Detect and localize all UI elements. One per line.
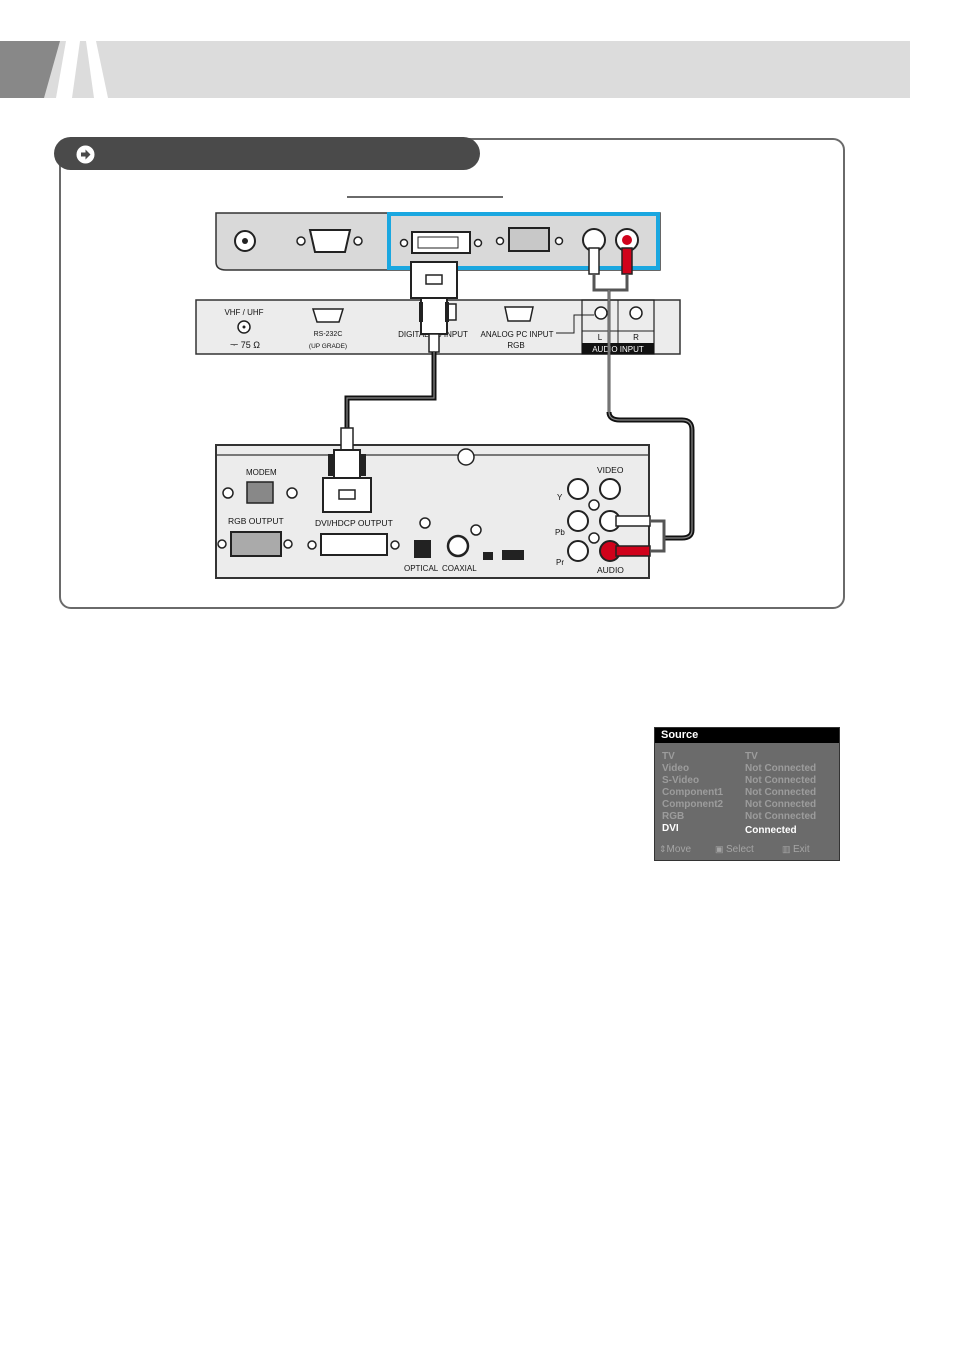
osd-move-hint: ⇕Move: [659, 844, 691, 855]
osd-source-svideo[interactable]: S-Video: [662, 775, 700, 786]
pr-label: Pr: [556, 558, 564, 567]
audio-r-label: R: [633, 333, 639, 342]
osd-source-rgb[interactable]: RGB: [662, 811, 685, 822]
optical-label: OPTICAL: [404, 564, 439, 573]
dvi-output-label: DVI/HDCP OUTPUT: [315, 518, 393, 528]
coaxial-label: COAXIAL: [442, 564, 477, 573]
device-rear-panel: MODEM RGB OUTPUT DVI/HDCP OUTPUT OPTICAL…: [215, 444, 650, 579]
antenna-ohm-label: ᅮ 75 Ω: [230, 340, 260, 350]
osd-source-component1[interactable]: Component1: [662, 787, 724, 798]
header-tab-graphic: [0, 41, 108, 98]
osd-select-hint: ▣ Select: [715, 844, 754, 855]
dvi-cable-plug-bottom: [322, 427, 372, 513]
osd-source-tv[interactable]: TV: [662, 751, 675, 762]
analog-pc-input-label: ANALOG PC INPUT: [481, 330, 554, 339]
y-label: Y: [557, 493, 563, 502]
audio-plugs-bottom: [615, 515, 666, 557]
osd-status-component2: Not Connected: [745, 799, 817, 810]
vhf-uhf-label: VHF / UHF: [224, 308, 263, 317]
upgrade-label: (UP GRADE): [309, 343, 347, 350]
tv-rear-panel-3d: [215, 212, 661, 271]
audio-l-label: L: [598, 333, 603, 342]
audio-label: AUDIO: [597, 565, 624, 575]
page-header-band: [0, 41, 910, 98]
exit-button-icon: ▥: [782, 844, 794, 854]
osd-source-component2[interactable]: Component2: [662, 799, 724, 810]
osd-exit-hint: ▥ Exit: [782, 844, 810, 855]
arrow-right-icon: [76, 145, 95, 164]
osd-source-video[interactable]: Video: [662, 763, 690, 774]
osd-title: Source: [655, 728, 839, 743]
section-title-pill: [54, 137, 480, 170]
osd-status-dvi: Connected: [745, 825, 797, 836]
osd-source-dvi[interactable]: DVI: [662, 823, 679, 834]
source-osd-menu: Source TV TV Video Not Connected S-Video…: [654, 727, 840, 861]
osd-status-tv: TV: [745, 751, 758, 762]
audio-input-label: AUDIO INPUT: [592, 345, 644, 354]
rs232c-label: RS-232C: [314, 331, 343, 338]
video-label: VIDEO: [597, 465, 624, 475]
select-button-icon: ▣: [715, 844, 727, 854]
osd-status-rgb: Not Connected: [745, 811, 817, 822]
dvi-cable-plug-top: [410, 261, 458, 353]
modem-label: MODEM: [246, 468, 277, 477]
rgb-label: RGB: [507, 341, 524, 350]
osd-status-video: Not Connected: [745, 763, 817, 774]
updown-arrow-icon: ⇕: [659, 844, 667, 854]
rgb-output-label: RGB OUTPUT: [228, 516, 284, 526]
osd-status-svideo: Not Connected: [745, 775, 817, 786]
osd-status-component1: Not Connected: [745, 787, 817, 798]
pb-label: Pb: [555, 528, 565, 537]
connection-diagram: VHF / UHF ᅮ 75 Ω RS-232C (UP GRADE) DIGI…: [195, 196, 695, 579]
